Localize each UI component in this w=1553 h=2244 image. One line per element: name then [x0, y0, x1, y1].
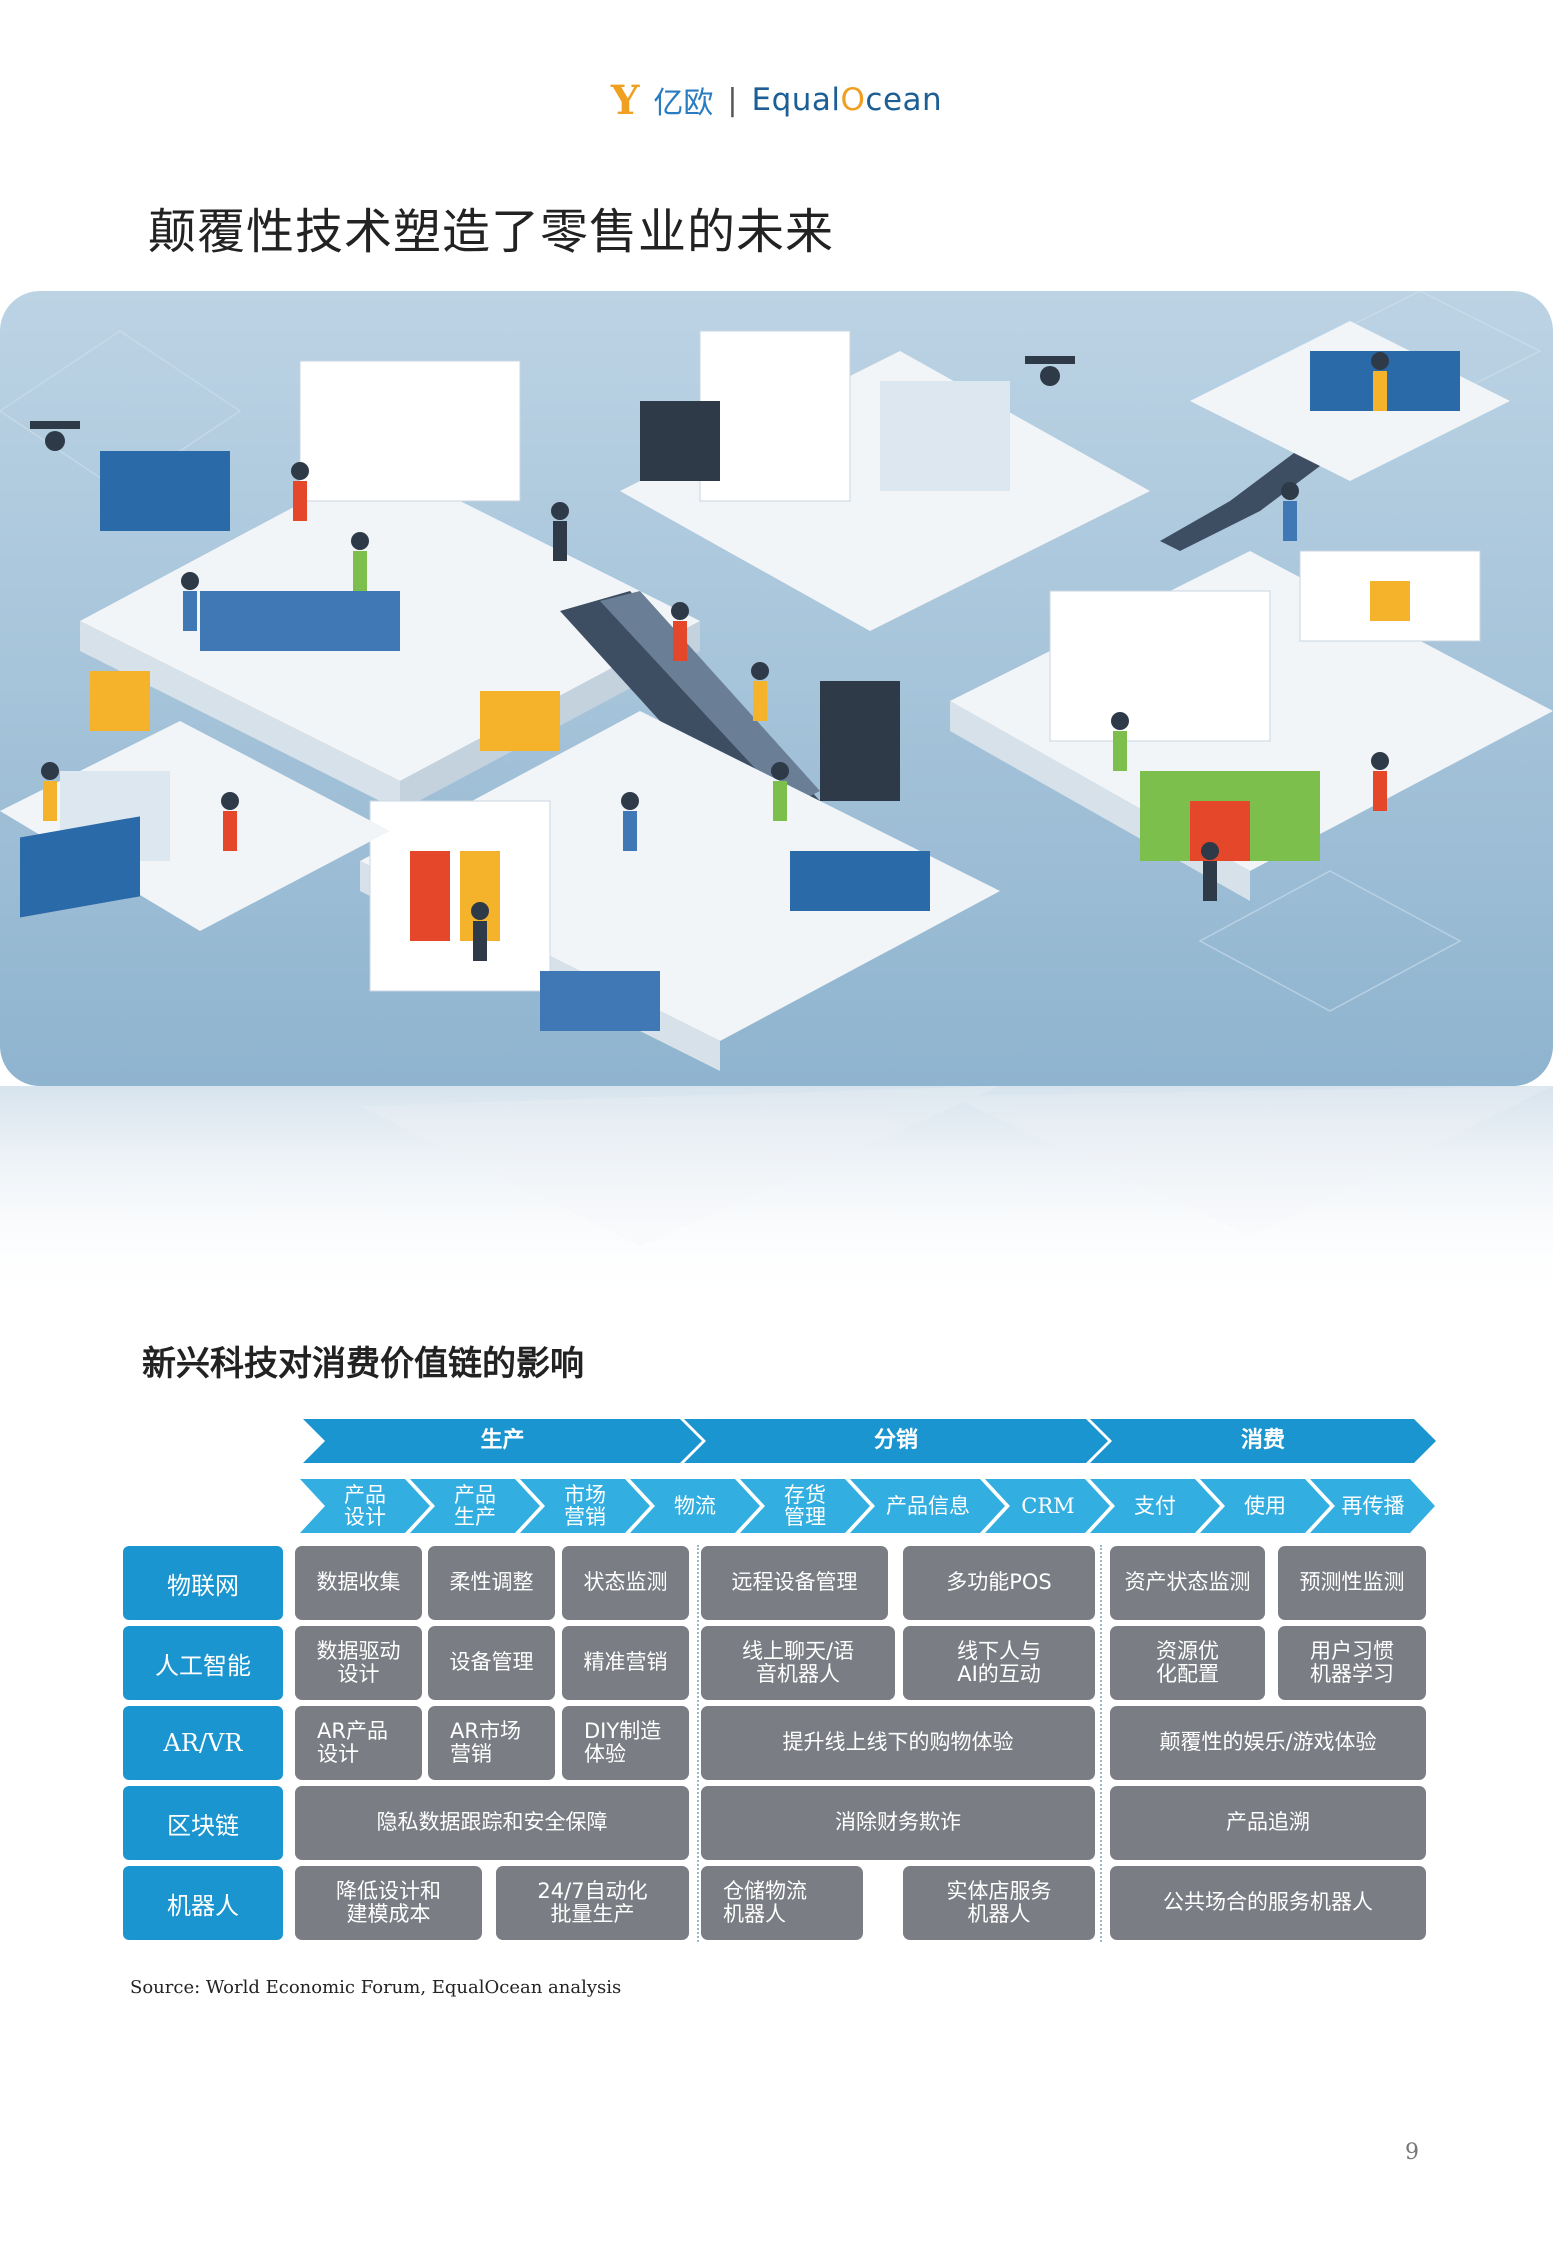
matrix-cell: 降低设计和 建模成本 [295, 1866, 482, 1940]
shoppers [41, 352, 1389, 961]
sub-chevron-2 [410, 1479, 540, 1533]
matrix-cell: 线下人与 AI的互动 [903, 1626, 1095, 1700]
center-store-platform [620, 330, 1150, 631]
sub-stage-label: 物流 [674, 1493, 716, 1518]
matrix-cell: 隐私数据跟踪和安全保障 [295, 1786, 689, 1860]
row-head-iot: 物联网 [123, 1546, 283, 1620]
illustration-reflection [0, 1086, 1553, 1306]
sub-chevron-10 [1310, 1479, 1435, 1533]
matrix-cell: AR市场 营销 [428, 1706, 555, 1780]
logo-en-text: EqualOcean [751, 82, 943, 118]
matrix-cell: AR产品 设计 [295, 1706, 422, 1780]
row-head-ai: 人工智能 [123, 1626, 283, 1700]
sub-stage-label: 产品 生产 [454, 1482, 496, 1529]
matrix-cell: 线上聊天/语 音机器人 [701, 1626, 895, 1700]
matrix-cell: 消除财务欺诈 [701, 1786, 1095, 1860]
matrix-cell: 数据驱动 设计 [295, 1626, 422, 1700]
sub-stage-label: 再传播 [1341, 1493, 1405, 1518]
matrix-cell: 24/7自动化 批量生产 [496, 1866, 689, 1940]
page-title: 颠覆性技术塑造了零售业的未来 [148, 204, 835, 260]
sub-stage-label: 使用 [1244, 1493, 1286, 1518]
section-title: 新兴科技对消费价值链的影响 [142, 1344, 584, 1384]
sub-stage-label: 产品信息 [886, 1493, 970, 1518]
matrix-cell: 实体店服务 机器人 [903, 1866, 1095, 1940]
stage-chevron-distribution [684, 1419, 1108, 1463]
drone-icons [30, 356, 1075, 451]
logo-cn-text: 亿欧 [653, 86, 714, 121]
stage-label-production: 生产 [480, 1428, 525, 1453]
matrix-cell: 预测性监测 [1278, 1546, 1426, 1620]
stage-label-distribution: 分销 [873, 1428, 918, 1453]
sub-stage-label: 市场 营销 [564, 1482, 606, 1529]
sub-stage-label: 产品 设计 [344, 1482, 386, 1529]
sub-chevron-7 [985, 1479, 1110, 1533]
matrix-cell: 公共场合的服务机器人 [1110, 1866, 1426, 1940]
sub-chevron-1 [300, 1479, 430, 1533]
sub-stage-label: 存货 管理 [784, 1482, 826, 1529]
matrix-cell: 颠覆性的娱乐/游戏体验 [1110, 1706, 1426, 1780]
matrix-cell: 多功能POS [903, 1546, 1095, 1620]
bottom-store-platform [360, 681, 1000, 1071]
matrix-cell: 柔性调整 [428, 1546, 555, 1620]
matrix-cell: 远程设备管理 [701, 1546, 888, 1620]
matrix-cell: 状态监测 [562, 1546, 689, 1620]
sub-chevron-5 [740, 1479, 870, 1533]
sub-chevron-9 [1200, 1479, 1330, 1533]
sub-stage-label: CRM [1021, 1493, 1075, 1518]
matrix-cell: 数据收集 [295, 1546, 422, 1620]
matrix-cell: 仓储物流 机器人 [701, 1866, 863, 1940]
row-head-blockchain: 区块链 [123, 1786, 283, 1860]
matrix-cell: 设备管理 [428, 1626, 555, 1700]
matrix-cell: 精准营销 [562, 1626, 689, 1700]
sub-chevron-4 [630, 1479, 760, 1533]
matrix-cell: 产品追溯 [1110, 1786, 1426, 1860]
row-head-robot: 机器人 [123, 1866, 283, 1940]
header-logo: Y 亿欧 | EqualOcean [0, 70, 1553, 130]
yiou-logo-icon: Y [610, 76, 640, 124]
stage-chevron-production [303, 1419, 702, 1463]
retail-illustration [0, 291, 1553, 1086]
column-divider [697, 1545, 699, 1942]
right-store-platform [950, 550, 1553, 901]
matrix-cell: DIY制造 体验 [562, 1706, 689, 1780]
stage-label-consumption: 消费 [1240, 1428, 1285, 1453]
matrix-cell: 资源优 化配置 [1110, 1626, 1265, 1700]
sub-stage-label: 支付 [1134, 1493, 1176, 1518]
sub-chevron-6 [850, 1479, 1005, 1533]
matrix-cell: 资产状态监测 [1110, 1546, 1265, 1620]
logo-separator: | [727, 82, 738, 118]
bottom-left-platform [0, 721, 390, 931]
sub-chevron-3 [520, 1479, 650, 1533]
sub-chevron-8 [1090, 1479, 1220, 1533]
matrix-cell: 用户习惯 机器学习 [1278, 1626, 1426, 1700]
column-divider [1100, 1545, 1102, 1942]
matrix-cell: 提升线上线下的购物体验 [701, 1706, 1095, 1780]
stage-chevron-consumption [1090, 1419, 1436, 1463]
page-number: 9 [1405, 2140, 1419, 2165]
source-note: Source: World Economic Forum, EqualOcean… [130, 1977, 622, 1998]
row-head-arvr: AR/VR [123, 1706, 283, 1780]
